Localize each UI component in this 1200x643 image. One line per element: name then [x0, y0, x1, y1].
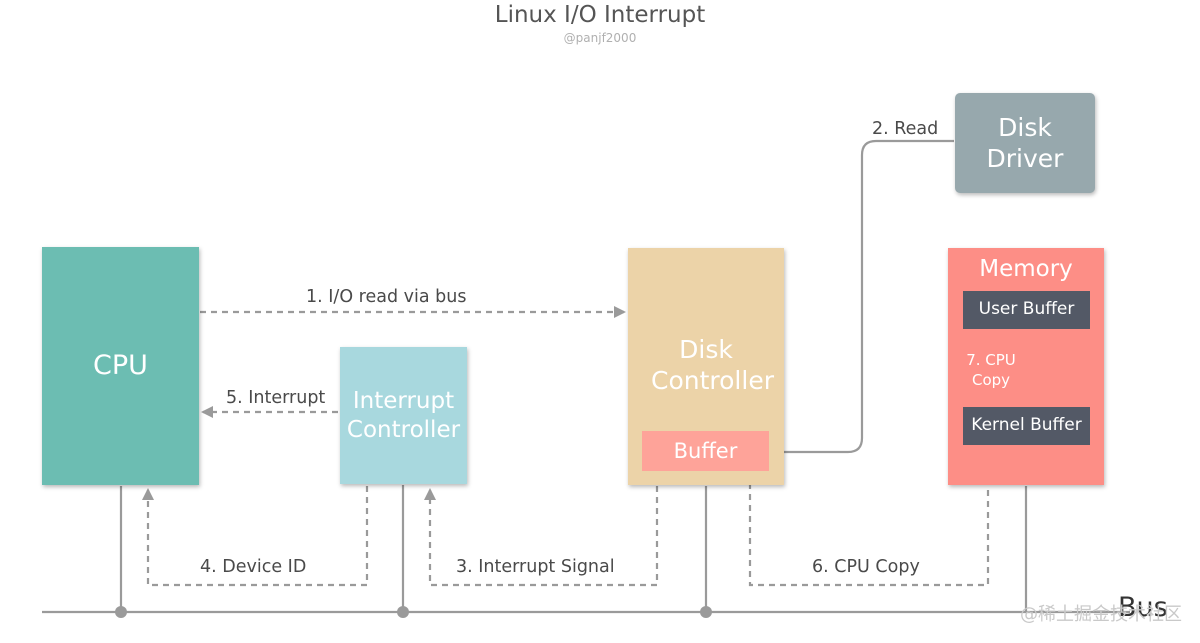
- arrow-device-id: [142, 486, 369, 587]
- memory-label: Memory: [979, 256, 1073, 282]
- disk-buffer-label: Buffer: [673, 438, 738, 463]
- step-1-label: 1. I/O read via bus: [303, 287, 470, 307]
- disk-driver-label: Disk Driver: [986, 112, 1064, 173]
- arrow-interrupt-signal: [424, 486, 659, 587]
- bus-node-dc: [700, 606, 712, 618]
- kernel-buffer-box: Kernel Buffer: [963, 407, 1090, 445]
- arrow-cpu-copy: [748, 448, 994, 587]
- arrow-read: [772, 139, 954, 458]
- disk-driver-box: Disk Driver: [955, 93, 1095, 193]
- watermark: @稀土掘金技术社区: [1020, 604, 1182, 625]
- bus-label: Bus: [1118, 592, 1168, 623]
- step-2-label: 2. Read: [869, 119, 942, 139]
- memory-box: Memory: [948, 248, 1104, 485]
- step-5-label: 5. Interrupt: [223, 388, 329, 408]
- disk-controller-label: Disk Controller: [651, 335, 774, 396]
- step-6-label: 6. CPU Copy: [809, 557, 923, 577]
- user-buffer-label: User Buffer: [978, 299, 1075, 320]
- diagram-title: Linux I/O Interrupt: [494, 2, 706, 28]
- cpu-label: CPU: [93, 350, 148, 382]
- interrupt-controller-label: Interrupt Controller: [346, 387, 461, 443]
- user-buffer-box: User Buffer: [963, 291, 1090, 329]
- step-4-label: 4. Device ID: [197, 557, 310, 577]
- bus-node-ic: [397, 606, 409, 618]
- interrupt-controller-box: Interrupt Controller: [340, 347, 467, 484]
- step-7-label: 7. CPU Copy: [966, 351, 1016, 389]
- kernel-buffer-label: Kernel Buffer: [971, 415, 1082, 436]
- bus-node-cpu: [115, 606, 127, 618]
- step-3-label: 3. Interrupt Signal: [453, 557, 618, 577]
- cpu-box: CPU: [42, 247, 199, 485]
- diagram-author: @panjf2000: [563, 31, 637, 45]
- disk-buffer-box: Buffer: [642, 431, 769, 471]
